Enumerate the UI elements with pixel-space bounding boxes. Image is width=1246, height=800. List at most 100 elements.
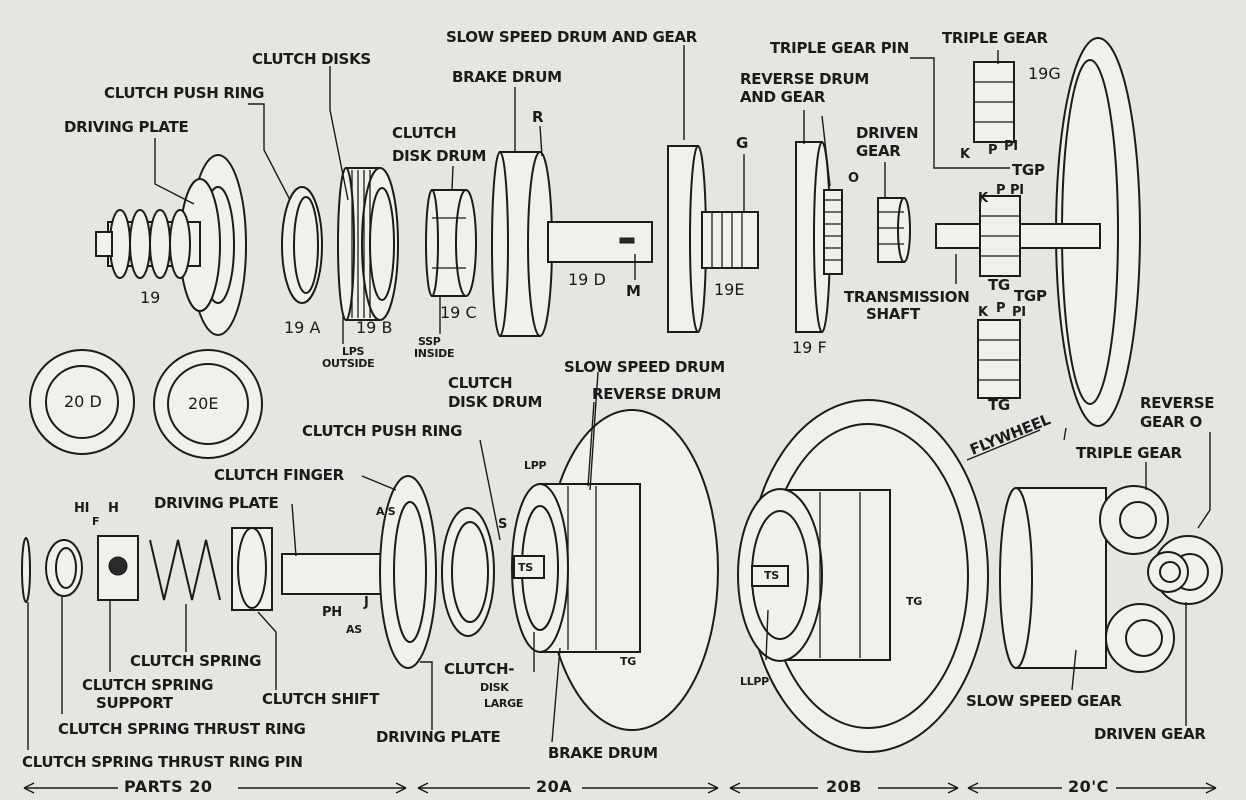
label-clutch-disk-large-3: LARGE bbox=[484, 697, 524, 710]
driving-plate-19 bbox=[96, 155, 246, 335]
part-number-19: 19 bbox=[140, 288, 161, 307]
label-clutch-shift: CLUTCH SHIFT bbox=[262, 690, 380, 708]
label-clutch-spring-support-2: SUPPORT bbox=[96, 694, 173, 712]
label-pi2: PI bbox=[1010, 183, 1024, 198]
label-tg2-bottom: TG bbox=[906, 595, 922, 608]
reverse-drum-19f bbox=[796, 142, 842, 332]
label-clutch-disk-drum-top-1: CLUTCH bbox=[392, 124, 457, 142]
label-driving-plate: DRIVING PLATE bbox=[64, 118, 189, 136]
label-slow-speed-drum-and-gear: SLOW SPEED DRUM AND GEAR bbox=[446, 28, 697, 46]
label-driven-gear-top-1: DRIVEN bbox=[856, 124, 919, 142]
label-p3: P bbox=[996, 301, 1006, 316]
label-clutch-disks: CLUTCH DISKS bbox=[252, 50, 371, 68]
label-as2: AS bbox=[346, 623, 362, 636]
part-number-20d: 20 D bbox=[64, 392, 102, 411]
label-clutch-push-ring: CLUTCH PUSH RING bbox=[104, 84, 265, 102]
part-number-19c: 19 C bbox=[440, 303, 477, 322]
label-slow-speed-gear: SLOW SPEED GEAR bbox=[966, 692, 1122, 710]
label-k1: K bbox=[960, 147, 970, 162]
footer-20c: 20'C bbox=[1068, 777, 1109, 796]
label-transmission-shaft-2: SHAFT bbox=[866, 305, 920, 323]
part-number-19g: 19G bbox=[1028, 64, 1061, 83]
slow-speed-drum-19e bbox=[668, 146, 758, 332]
brake-drum-19d bbox=[492, 152, 652, 336]
label-k3: K bbox=[978, 305, 988, 320]
label-clutch-spring-thrust-ring-pin: CLUTCH SPRING THRUST RING PIN bbox=[22, 753, 303, 771]
label-tg1-bottom: TG bbox=[620, 655, 636, 668]
label-transmission-shaft-1: TRANSMISSION bbox=[844, 288, 970, 306]
label-tgp1: TGP bbox=[1012, 161, 1045, 179]
driven-gear-top bbox=[878, 198, 910, 262]
label-reverse-drum-2: AND GEAR bbox=[740, 88, 826, 106]
parts-20-assembly bbox=[22, 476, 436, 668]
label-hi: HI bbox=[74, 501, 90, 516]
label-triple-gear-top: TRIPLE GEAR bbox=[942, 29, 1048, 47]
label-pi1: PI bbox=[1004, 139, 1018, 154]
ring-20d bbox=[30, 350, 134, 454]
label-clutch-spring: CLUTCH SPRING bbox=[130, 652, 262, 670]
label-llpp: LLPP bbox=[740, 675, 769, 688]
label-lps-outside-1: LPS bbox=[342, 345, 365, 358]
label-clutch-disk-drum-bottom-1: CLUTCH bbox=[448, 374, 513, 392]
label-clutch-disk-drum-bottom-2: DISK DRUM bbox=[448, 393, 543, 411]
label-p1: P bbox=[988, 143, 998, 158]
label-ts2: TS bbox=[764, 569, 779, 582]
parts-20c-assembly bbox=[1000, 486, 1222, 672]
label-clutch-spring-thrust-ring: CLUTCH SPRING THRUST RING bbox=[58, 720, 306, 738]
clutch-push-ring-19a bbox=[282, 187, 322, 303]
label-s: S bbox=[498, 517, 508, 532]
part-number-19e: 19E bbox=[714, 280, 745, 299]
label-reverse-gear-2: GEAR O bbox=[1140, 413, 1202, 431]
part-number-19d: 19 D bbox=[568, 270, 606, 289]
label-clutch-disk-drum-top-2: DISK DRUM bbox=[392, 147, 487, 165]
footer-parts-20: PARTS 20 bbox=[124, 777, 213, 796]
leader-lines bbox=[28, 45, 1210, 750]
label-driven-gear-bottom: DRIVEN GEAR bbox=[1094, 725, 1206, 743]
label-slow-speed-drum: SLOW SPEED DRUM bbox=[564, 358, 725, 376]
label-ts1: TS bbox=[518, 561, 533, 574]
label-clutch-disk-large-2: DISK bbox=[480, 681, 509, 694]
label-clutch-disk-large-1: CLUTCH- bbox=[444, 660, 515, 678]
footer-arrows bbox=[24, 783, 1216, 793]
clutch-disks-19b bbox=[338, 168, 398, 320]
label-tg1-top: TG bbox=[988, 276, 1010, 294]
label-p2: P bbox=[996, 183, 1006, 198]
label-lps-outside-2: OUTSIDE bbox=[322, 357, 375, 370]
label-clutch-finger: CLUTCH FINGER bbox=[214, 466, 344, 484]
label-driving-plate-2: DRIVING PLATE bbox=[376, 728, 501, 746]
label-ph: PH bbox=[322, 605, 342, 620]
ring-20e bbox=[154, 350, 262, 458]
parts-20b-assembly bbox=[738, 400, 988, 752]
flywheel-19g bbox=[936, 38, 1140, 426]
part-number-20e: 20E bbox=[188, 394, 219, 413]
label-as1: A S bbox=[376, 505, 396, 518]
label-clutch-spring-support-1: CLUTCH SPRING bbox=[82, 676, 214, 694]
part-number-19f: 19 F bbox=[792, 338, 827, 357]
label-brake-drum: BRAKE DRUM bbox=[452, 68, 562, 86]
label-driving-plate-bottom: DRIVING PLATE bbox=[154, 494, 279, 512]
label-pi3: PI bbox=[1012, 305, 1026, 320]
label-lpp: LPP bbox=[524, 459, 547, 472]
label-triple-gear-pin: TRIPLE GEAR PIN bbox=[770, 39, 909, 57]
label-brake-drum-bottom: BRAKE DRUM bbox=[548, 744, 658, 762]
label-reverse-gear-1: REVERSE bbox=[1140, 394, 1215, 412]
label-reverse-drum-1: REVERSE DRUM bbox=[740, 70, 869, 88]
part-number-19a: 19 A bbox=[284, 318, 321, 337]
parts-20a-assembly bbox=[442, 410, 718, 730]
label-j: J bbox=[364, 595, 369, 610]
label-tg2-top: TG bbox=[988, 396, 1010, 414]
label-ssp-inside-1: SSP bbox=[418, 335, 441, 348]
label-clutch-push-ring-bottom: CLUTCH PUSH RING bbox=[302, 422, 463, 440]
label-ssp-inside-2: INSIDE bbox=[414, 347, 455, 360]
label-tgp2: TGP bbox=[1014, 287, 1047, 305]
label-m: M bbox=[626, 282, 641, 300]
label-reverse-drum: REVERSE DRUM bbox=[592, 385, 721, 403]
footer-20b: 20B bbox=[826, 777, 862, 796]
label-h: H bbox=[108, 501, 119, 516]
part-number-19b: 19 B bbox=[356, 318, 393, 337]
label-k2: K bbox=[978, 191, 988, 206]
label-driven-gear-top-2: GEAR bbox=[856, 142, 901, 160]
label-f: F bbox=[92, 515, 100, 528]
label-r: R bbox=[532, 108, 544, 126]
